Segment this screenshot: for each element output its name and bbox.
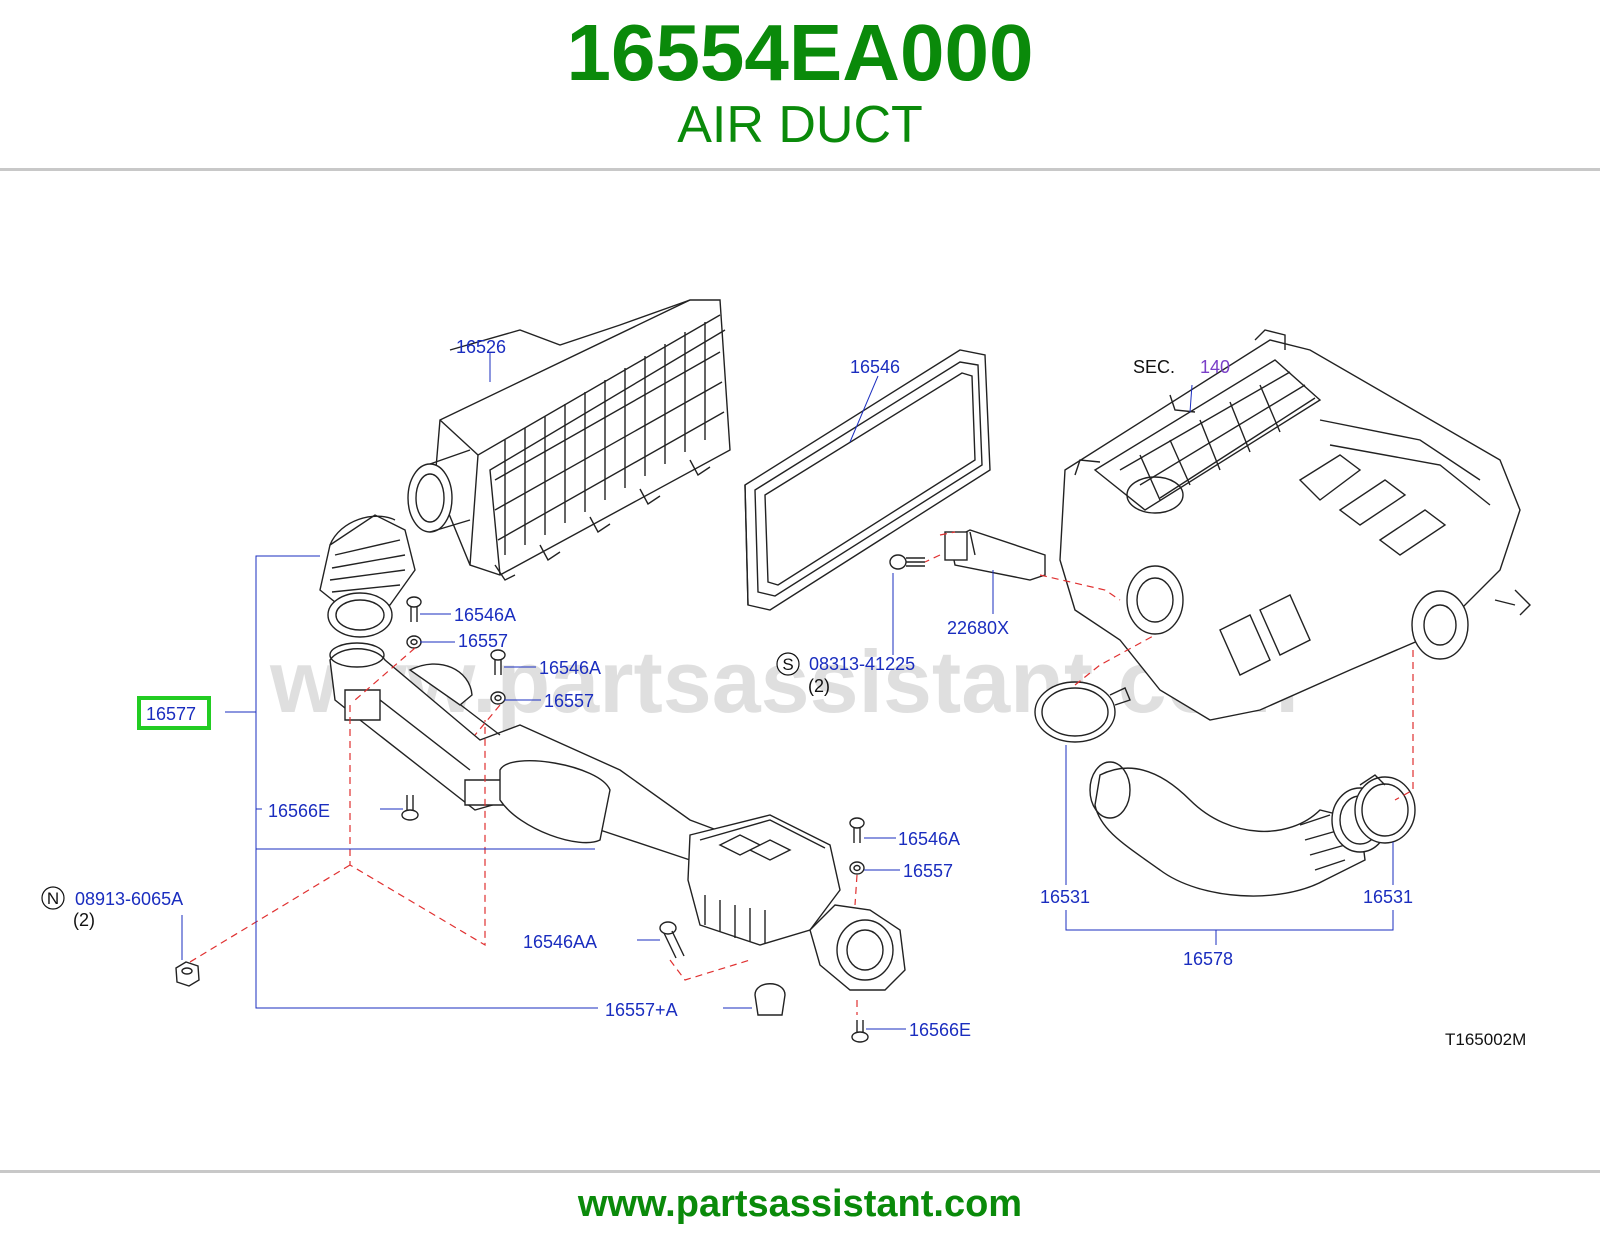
section-ref-prefix: SEC.: [1133, 357, 1175, 377]
bolt-16546AA: [659, 921, 685, 959]
bolt-16546A-2: [490, 649, 506, 675]
air-duct-assembly: [329, 642, 906, 1016]
n-symbol: N: [47, 889, 59, 908]
air-flow-meter: [944, 529, 1046, 581]
footer-url[interactable]: www.partsassistant.com: [577, 1183, 1023, 1225]
callout-16526[interactable]: 16526: [456, 337, 506, 357]
callout-16557A[interactable]: 16557+A: [605, 1000, 678, 1020]
callout-16566E-1[interactable]: 16566E: [268, 801, 330, 821]
intake-manifold: [1059, 329, 1531, 721]
bolt-16566E-1: [401, 795, 419, 821]
bolt-16566E-2: [851, 1020, 869, 1043]
hose-clamp-2: [1354, 774, 1416, 844]
hose-clamp-1: [1034, 681, 1131, 743]
grommet-16557-3: [849, 861, 865, 875]
s-symbol-circle: [776, 652, 800, 676]
footer-divider: [0, 1170, 1600, 1173]
callout-16531-2[interactable]: 16531: [1363, 887, 1413, 907]
callout-16546AA[interactable]: 16546AA: [523, 932, 597, 952]
diagram-code: T165002M: [1445, 1030, 1526, 1049]
grommet-16557-2: [490, 691, 506, 705]
callout-08913-6065A[interactable]: 08913-6065A: [75, 889, 183, 909]
air-filter-element: [744, 349, 991, 611]
callout-16546A-3[interactable]: 16546A: [898, 829, 960, 849]
callout-16557-3[interactable]: 16557: [903, 861, 953, 881]
bolt-16546A-3: [849, 817, 865, 843]
n-symbol-circle: [41, 886, 65, 910]
callout-16577[interactable]: 16577: [146, 704, 196, 724]
assembly-dashed-lines: [189, 531, 1414, 1015]
maf-screw: [889, 554, 925, 570]
callout-16546-filter[interactable]: 16546: [850, 357, 900, 377]
callout-16566E-2[interactable]: 16566E: [909, 1020, 971, 1040]
callout-16531-1[interactable]: 16531: [1040, 887, 1090, 907]
highlight-box-16577: [137, 696, 211, 730]
callout-16557-2[interactable]: 16557: [544, 691, 594, 711]
qty-08913-6065A: (2): [73, 910, 95, 930]
callout-16546A-2[interactable]: 16546A: [539, 658, 601, 678]
callout-16557-1[interactable]: 16557: [458, 631, 508, 651]
air-cleaner-cover: [407, 299, 731, 581]
part-name-subtitle: AIR DUCT: [677, 96, 923, 154]
nut-08913-6065A: [175, 961, 200, 987]
bolt-16546A-1: [406, 596, 422, 622]
callout-22680X[interactable]: 22680X: [947, 618, 1009, 638]
header-divider: [0, 168, 1600, 171]
grommet-16557-1: [406, 635, 422, 649]
leader-lines: [181, 353, 1394, 1030]
qty-08313-41225: (2): [808, 676, 830, 696]
air-duct-hose: [1089, 761, 1389, 897]
part-number-title: 16554EA000: [566, 8, 1034, 97]
callout-16546A-1[interactable]: 16546A: [454, 605, 516, 625]
inlet-bellows: [319, 514, 416, 638]
s-symbol: S: [782, 655, 793, 674]
section-ref-number[interactable]: 140: [1200, 357, 1230, 377]
callout-08313-41225[interactable]: 08313-41225: [809, 654, 915, 674]
callout-16578[interactable]: 16578: [1183, 949, 1233, 969]
